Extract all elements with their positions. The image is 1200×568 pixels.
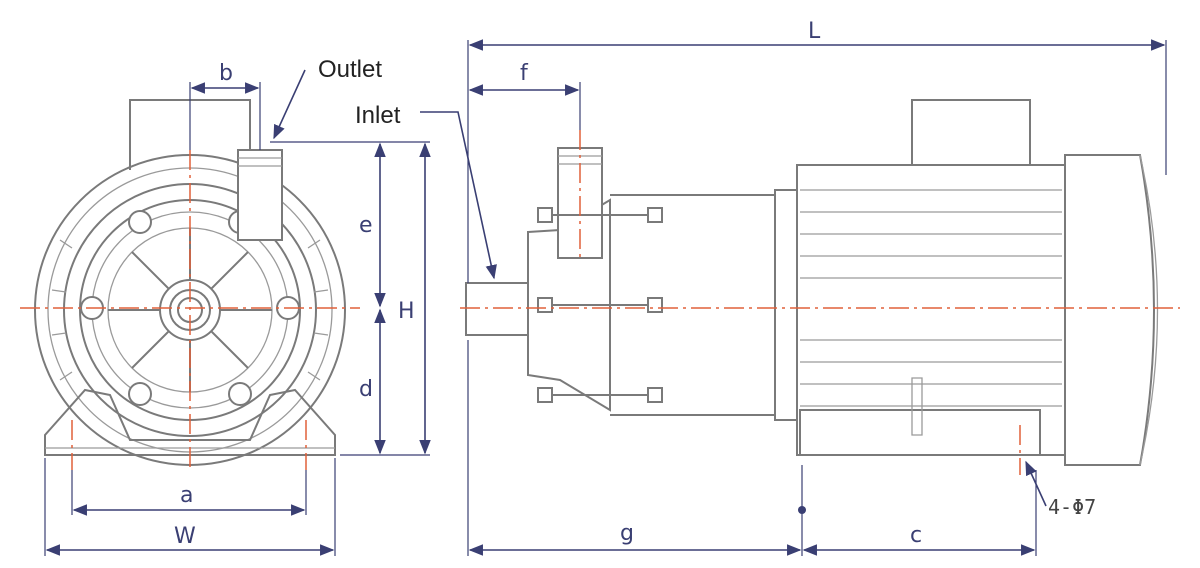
side-view: [460, 99, 1180, 475]
front-view: [20, 99, 360, 470]
dim-label-b: b: [219, 61, 233, 86]
dim-label-g: g: [620, 521, 634, 546]
dim-label-d: d: [359, 377, 373, 402]
holes-label: 4-Φ7: [1048, 495, 1096, 519]
dim-label-f: f: [520, 61, 529, 86]
dim-label-e: e: [359, 213, 373, 238]
front-view-dimensions: [44, 69, 431, 556]
dim-label-a: a: [180, 483, 193, 508]
dim-label-W: W: [174, 524, 196, 549]
inlet-label: Inlet: [355, 102, 401, 129]
dim-label-H: H: [398, 299, 415, 324]
dim-label-L: L: [808, 19, 821, 44]
outlet-label: Outlet: [318, 56, 382, 83]
dim-label-c: c: [910, 523, 922, 548]
side-view-dimensions: [420, 39, 1167, 556]
